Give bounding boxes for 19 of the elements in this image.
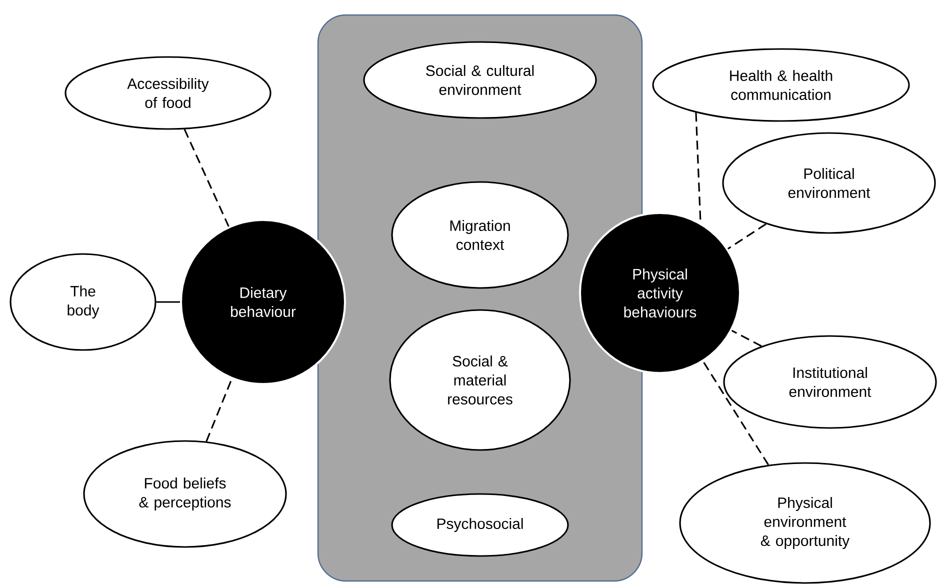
ellipse-node: Physical environment & opportunity: [679, 462, 931, 584]
ellipse-node: The body: [10, 253, 156, 351]
connector-line: [184, 129, 230, 227]
ellipse-node: Social & cultural environment: [363, 41, 597, 119]
ellipse-node: Institutional environment: [723, 335, 937, 429]
ellipse-node: Political environment: [722, 132, 936, 234]
circle-node: Dietary behaviour: [180, 219, 346, 385]
ellipse-node: Accessibility of food: [64, 56, 272, 130]
connector-line: [206, 378, 232, 442]
ellipse-node: Psychosocial: [391, 493, 569, 557]
connector-line: [727, 223, 766, 250]
ellipse-node: Migration context: [391, 181, 569, 289]
circle-node: Physical activity behaviours: [579, 212, 742, 374]
connector-line: [702, 361, 770, 466]
ellipse-node: Social & material resources: [389, 309, 571, 451]
ellipse-node: Food beliefs & perceptions: [83, 440, 287, 548]
connector-line: [156, 301, 180, 303]
connector-line: [731, 330, 762, 347]
ellipse-node: Health & health communication: [652, 48, 910, 122]
